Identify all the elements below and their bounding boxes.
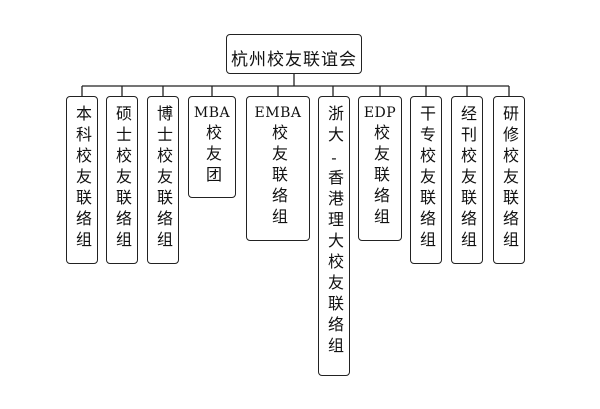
branch-label: 经刊校友联络组 — [458, 105, 477, 252]
branch-doctoral: 博士校友联络组 — [147, 96, 179, 264]
branch-undergraduate: 本科校友联络组 — [66, 96, 98, 264]
branch-label: 博士校友联络组 — [154, 105, 173, 252]
branch-study: 研修校友联络组 — [493, 96, 525, 264]
branch-label-dash: - — [331, 148, 337, 167]
branch-label-top: 浙大 — [325, 105, 344, 147]
branch-latin-label: EDP — [363, 105, 397, 121]
branch-label: 硕士校友联络组 — [113, 105, 132, 252]
branch-label: 校友联络组 — [268, 124, 288, 229]
branch-emba: EMBA 校友联络组 — [246, 96, 310, 241]
branch-masters: 硕士校友联络组 — [106, 96, 138, 264]
branch-label: 干专校友联络组 — [417, 105, 436, 252]
branch-mba: MBA 校友团 — [188, 96, 236, 198]
root-node: 杭州校友联谊会 — [226, 34, 362, 74]
branch-label: 研修校友联络组 — [500, 105, 519, 252]
branch-zju-polyu: 浙大 - 香港理大校友联络组 — [318, 96, 350, 376]
branch-label: 校友团 — [202, 124, 222, 187]
branch-journal: 经刊校友联络组 — [451, 96, 483, 264]
branch-label-bottom: 香港理大校友联络组 — [325, 169, 344, 358]
branch-label: 校友联络组 — [371, 124, 390, 229]
branch-cadre: 干专校友联络组 — [410, 96, 442, 264]
branch-edp: EDP 校友联络组 — [358, 96, 402, 241]
root-label: 杭州校友联谊会 — [231, 50, 357, 70]
branch-latin-label: EMBA — [254, 105, 302, 121]
branch-label: 本科校友联络组 — [73, 105, 92, 252]
branch-latin-label: MBA — [193, 105, 231, 121]
